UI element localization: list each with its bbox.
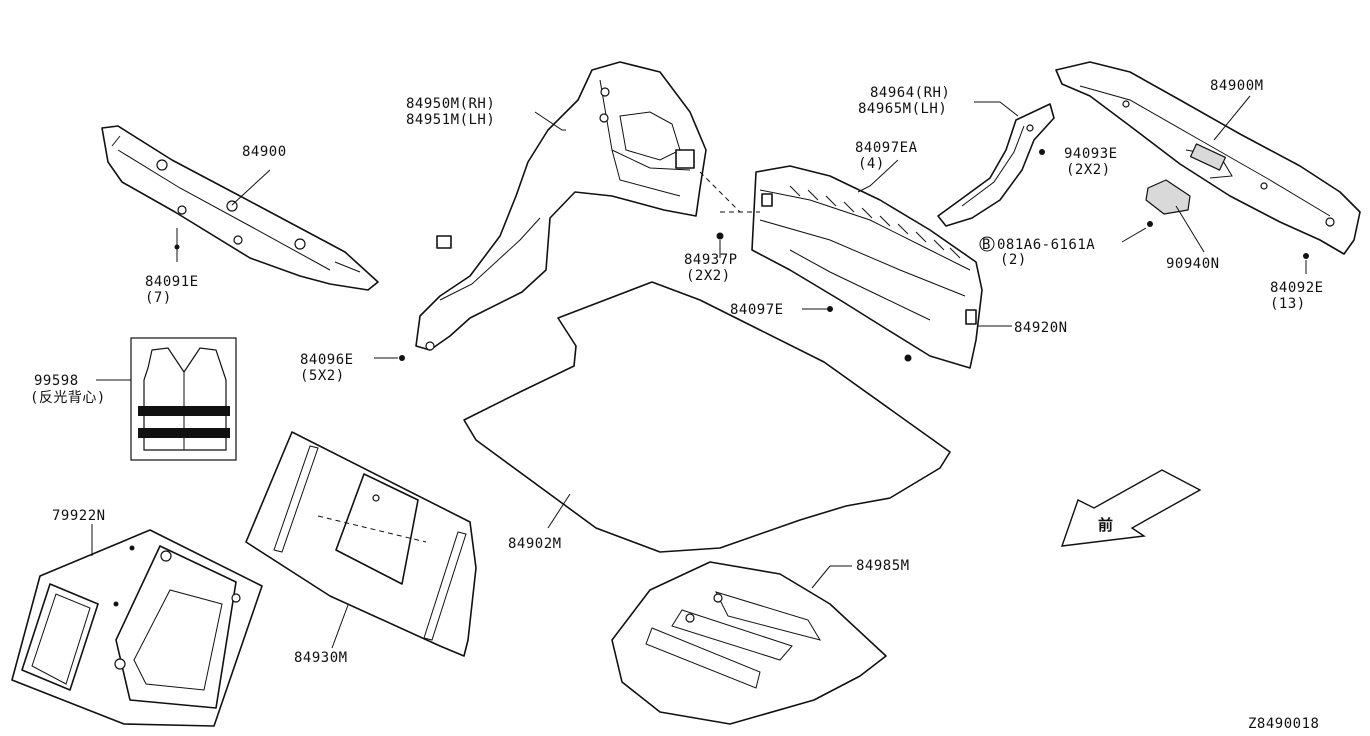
label-84097EA-qty: (4) (858, 156, 885, 172)
clip-hole (294, 238, 306, 250)
front-direction-arrow-icon (1060, 469, 1202, 547)
label-081A6-prefix: B (982, 237, 991, 253)
front-glyph: 前 (1098, 516, 1113, 534)
label-84091E: 84091E (145, 274, 199, 290)
label-84900: 84900 (242, 144, 287, 160)
label-081A6-qty: (2) (1000, 252, 1027, 268)
label-84096E-qty: (5X2) (300, 368, 345, 384)
label-84900M: 84900M (1210, 78, 1264, 94)
label-84097E: 84097E (730, 302, 784, 318)
diagram-id: Z8490018 (1248, 716, 1319, 732)
label-94093E: 94093E (1064, 146, 1118, 162)
label-84937P-qty: (2X2) (686, 268, 731, 284)
part-84902M-floor-mat[interactable] (463, 281, 951, 553)
label-84965M: 84965M(LH) (858, 101, 947, 117)
label-84930M: 84930M (294, 650, 348, 666)
clip-hole (177, 205, 187, 215)
part-79922N-tray[interactable] (11, 529, 263, 727)
label-84096E: 84096E (300, 352, 354, 368)
label-84097EA: 84097EA (855, 140, 918, 156)
label-94093E-qty: (2X2) (1066, 162, 1111, 178)
part-84900M-parcel-shelf[interactable] (1055, 61, 1361, 255)
label-79922N: 79922N (52, 508, 106, 524)
part-84930M-floor-board[interactable] (245, 431, 477, 657)
part-84920N-rear-finisher[interactable] (751, 165, 983, 369)
label-84985M: 84985M (856, 558, 910, 574)
label-99598-desc: (反光背心) (30, 390, 106, 406)
label-84951M: 84951M(LH) (406, 112, 495, 128)
clip-hole (233, 235, 243, 245)
label-84964: 84964(RH) (870, 85, 950, 101)
part-84985M-tool-tray[interactable] (611, 561, 887, 725)
label-84091E-qty: (7) (145, 290, 172, 306)
label-84937P: 84937P (684, 252, 738, 268)
label-99598: 99598 (34, 373, 79, 389)
label-84902M: 84902M (508, 536, 562, 552)
label-84092E: 84092E (1270, 280, 1324, 296)
part-84950M-side-finisher[interactable] (415, 61, 707, 351)
part-84964-trim-strip[interactable] (937, 103, 1055, 227)
part-84900-trim[interactable] (101, 125, 379, 291)
part-90940N-bracket[interactable] (1145, 179, 1191, 215)
clip-hole (156, 159, 168, 171)
clip-hole (226, 200, 238, 212)
label-84092E-qty: (13) (1270, 296, 1306, 312)
label-84920N: 84920N (1014, 320, 1068, 336)
part-99598-reflective-vest[interactable] (130, 337, 237, 461)
label-84950M: 84950M(RH) (406, 96, 495, 112)
label-081A6: 081A6-6161A (997, 237, 1095, 253)
label-90940N: 90940N (1166, 256, 1220, 272)
